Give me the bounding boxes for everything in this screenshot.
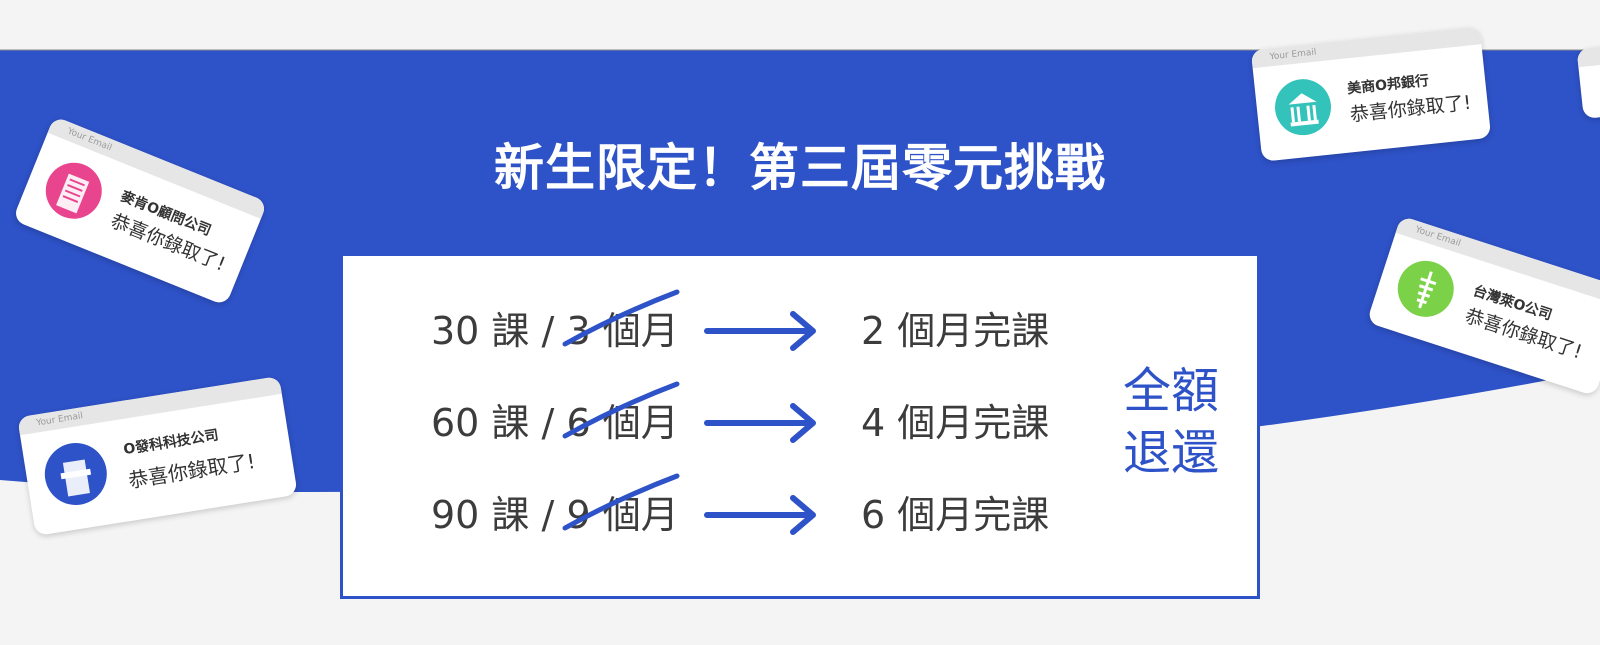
strikethrough-mark <box>562 381 680 439</box>
strikethrough-mark <box>562 289 680 347</box>
strikethrough-mark <box>562 473 680 531</box>
plan-original: 30 課 / 3 個月 <box>431 300 679 355</box>
refund-line-2: 退還 <box>1122 425 1219 481</box>
bank-icon <box>1272 76 1334 138</box>
plan-original: 90 課 / 9 個月 <box>431 484 679 539</box>
plan-row: 30 課 / 3 個月 2 個月完課 <box>431 289 1231 360</box>
offer-card: Your Email 麥肯O顧問公司 恭喜你錄取了! <box>12 115 268 307</box>
tower-icon <box>1390 253 1462 325</box>
offer-panel: 30 課 / 3 個月 2 個月完課 60 課 / 6 個月 <box>340 253 1260 599</box>
building-icon <box>37 154 111 228</box>
plan-row: 60 課 / 6 個月 4 個月完課 <box>431 381 1231 452</box>
plan-separator: / <box>541 493 555 537</box>
offer-card: Your Email O發科科技公司 恭喜你錄取了! <box>17 376 298 536</box>
plan-separator: / <box>541 309 555 353</box>
plan-row: 90 課 / 9 個月 6 個月完課 <box>431 473 1231 544</box>
tech-building-icon <box>40 438 112 510</box>
plan-lessons: 90 課 <box>431 493 530 537</box>
plan-new-duration: 2 個月完課 <box>861 309 1050 353</box>
offer-card: Your Email 台灣萊O公司 恭喜你錄取了! <box>1366 215 1600 397</box>
arrow-right-icon <box>704 495 816 535</box>
arrow-right-icon <box>704 311 816 351</box>
arrow-right-icon <box>704 403 816 443</box>
plan-lessons: 60 課 <box>431 401 530 445</box>
page-title: 新生限定！第三屆零元挑戰 <box>494 139 1106 197</box>
refund-line-1: 全額 <box>1122 363 1219 419</box>
plan-new-duration: 4 個月完課 <box>861 401 1050 445</box>
offer-card: Your Email 美商O邦銀行 恭喜你錄取了! <box>1250 26 1492 162</box>
refund-label: 全額 退還 <box>1111 360 1231 484</box>
plan-new-duration: 6 個月完課 <box>861 493 1050 537</box>
plan-lessons: 30 課 <box>431 309 530 353</box>
plan-separator: / <box>541 401 555 445</box>
